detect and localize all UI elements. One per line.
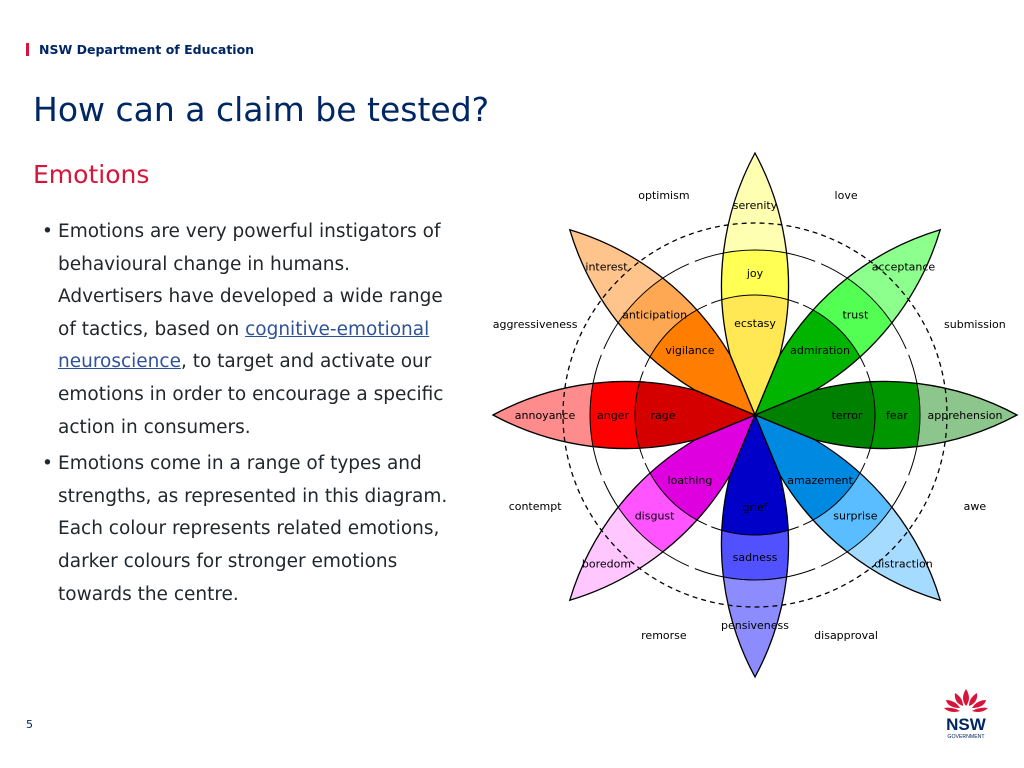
slide-subtitle: Emotions bbox=[33, 160, 150, 189]
dyad-label-remorse: remorse bbox=[641, 629, 687, 642]
emotion-label-admiration: admiration bbox=[790, 344, 850, 357]
band-divider bbox=[908, 354, 921, 476]
band-divider bbox=[589, 354, 602, 476]
band-divider bbox=[603, 263, 690, 350]
bullet-text: Emotions come in a range of types and st… bbox=[58, 453, 448, 605]
emotion-label-anger: anger bbox=[597, 409, 629, 422]
emotion-label-trust: trust bbox=[842, 309, 869, 322]
band-divider bbox=[820, 480, 907, 567]
logo-text: NSW bbox=[946, 715, 987, 734]
brand-accent-bar bbox=[26, 42, 29, 56]
neuroscience-link[interactable]: cognitive-emotional neuroscience bbox=[58, 318, 430, 373]
emotion-label-pensiveness: pensiveness bbox=[721, 619, 789, 632]
dyad-dashed-circle bbox=[562, 222, 948, 608]
band-divider bbox=[820, 263, 907, 350]
emotion-label-joy: joy bbox=[746, 267, 764, 280]
petal-green bbox=[755, 229, 941, 415]
emotion-label-terror: terror bbox=[832, 409, 863, 422]
waratah-icon bbox=[944, 689, 988, 712]
petal-blue bbox=[755, 415, 941, 601]
slide-title: How can a claim be tested? bbox=[33, 90, 490, 129]
emotion-label-apprehension: apprehension bbox=[928, 409, 1003, 422]
band-divider bbox=[802, 462, 866, 526]
band-divider bbox=[866, 371, 876, 459]
bullet-item: Emotions are very powerful instigators o… bbox=[40, 216, 460, 444]
band-divider bbox=[711, 526, 799, 536]
emotion-label-acceptance: acceptance bbox=[872, 261, 936, 274]
petal-orange bbox=[569, 229, 755, 415]
emotion-label-surprise: surprise bbox=[833, 509, 878, 522]
band-divider bbox=[711, 294, 799, 304]
emotion-label-anticipation: anticipation bbox=[622, 309, 687, 322]
bullet-item: Emotions come in a range of types and st… bbox=[40, 448, 460, 611]
emotion-label-disgust: disgust bbox=[635, 509, 675, 522]
dyad-label-submission: submission bbox=[944, 318, 1006, 331]
band-divider bbox=[694, 249, 816, 262]
emotion-label-fear: fear bbox=[886, 409, 908, 422]
emotion-label-rage: rage bbox=[650, 409, 675, 422]
emotion-label-grief: grief bbox=[742, 501, 768, 514]
dyad-label-disapproval: disapproval bbox=[814, 629, 878, 642]
band-divider bbox=[644, 462, 708, 526]
nsw-government-logo: NSW GOVERNMENT bbox=[944, 689, 988, 740]
dyad-label-optimism: optimism bbox=[638, 189, 689, 202]
emotion-label-ecstasy: ecstasy bbox=[734, 317, 776, 330]
emotion-label-vigilance: vigilance bbox=[665, 344, 714, 357]
emotion-label-interest: interest bbox=[585, 261, 628, 274]
bullet-text: Emotions are very powerful instigators o… bbox=[58, 221, 443, 340]
emotion-label-distraction: distraction bbox=[874, 557, 932, 570]
band-divider bbox=[644, 304, 708, 368]
department-header: NSW Department of Education bbox=[26, 41, 254, 57]
band-divider bbox=[802, 304, 866, 368]
dyad-label-awe: awe bbox=[964, 500, 987, 513]
emotion-label-boredom: boredom bbox=[582, 557, 631, 570]
department-name: NSW Department of Education bbox=[39, 41, 255, 57]
band-divider bbox=[603, 480, 690, 567]
emotion-label-annoyance: annoyance bbox=[515, 409, 576, 422]
page-number: 5 bbox=[26, 718, 33, 731]
band-divider bbox=[634, 371, 644, 459]
bullet-list: Emotions are very powerful instigators o… bbox=[40, 216, 460, 615]
dyad-label-love: love bbox=[835, 189, 858, 202]
emotion-label-serenity: serenity bbox=[733, 199, 778, 212]
dyad-label-aggressiveness: aggressiveness bbox=[493, 318, 578, 331]
dyad-label-contempt: contempt bbox=[509, 500, 563, 513]
bullet-text: , to target and activate our emotions in… bbox=[58, 351, 444, 438]
emotion-wheel-diagram: ecstasy joy serenity admiration trust accepta… bbox=[491, 151, 1019, 679]
emotion-label-loathing: loathing bbox=[668, 474, 713, 487]
petal-purple bbox=[569, 415, 755, 601]
emotion-label-amazement: amazement bbox=[787, 474, 853, 487]
logo-subtext: GOVERNMENT bbox=[947, 734, 985, 740]
band-divider bbox=[694, 568, 816, 581]
emotion-label-sadness: sadness bbox=[733, 551, 778, 564]
